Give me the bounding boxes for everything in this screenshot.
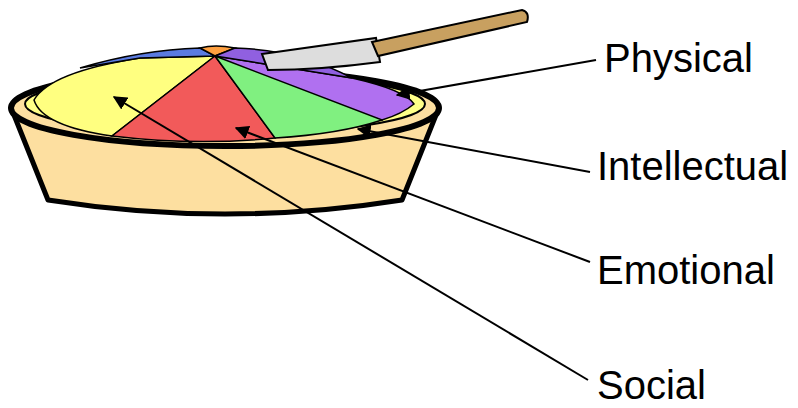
label-text: Emotional — [597, 250, 775, 290]
label-text: Social — [597, 365, 706, 405]
label-text: Intellectual — [597, 146, 788, 186]
knife-blade — [262, 38, 380, 70]
leader-line — [236, 128, 590, 262]
leader-line — [397, 60, 596, 95]
leader-line — [358, 129, 590, 172]
knife-handle — [372, 10, 528, 56]
label-text: Physical — [604, 38, 753, 78]
slice-blue — [80, 48, 215, 68]
leader-line — [114, 97, 588, 380]
